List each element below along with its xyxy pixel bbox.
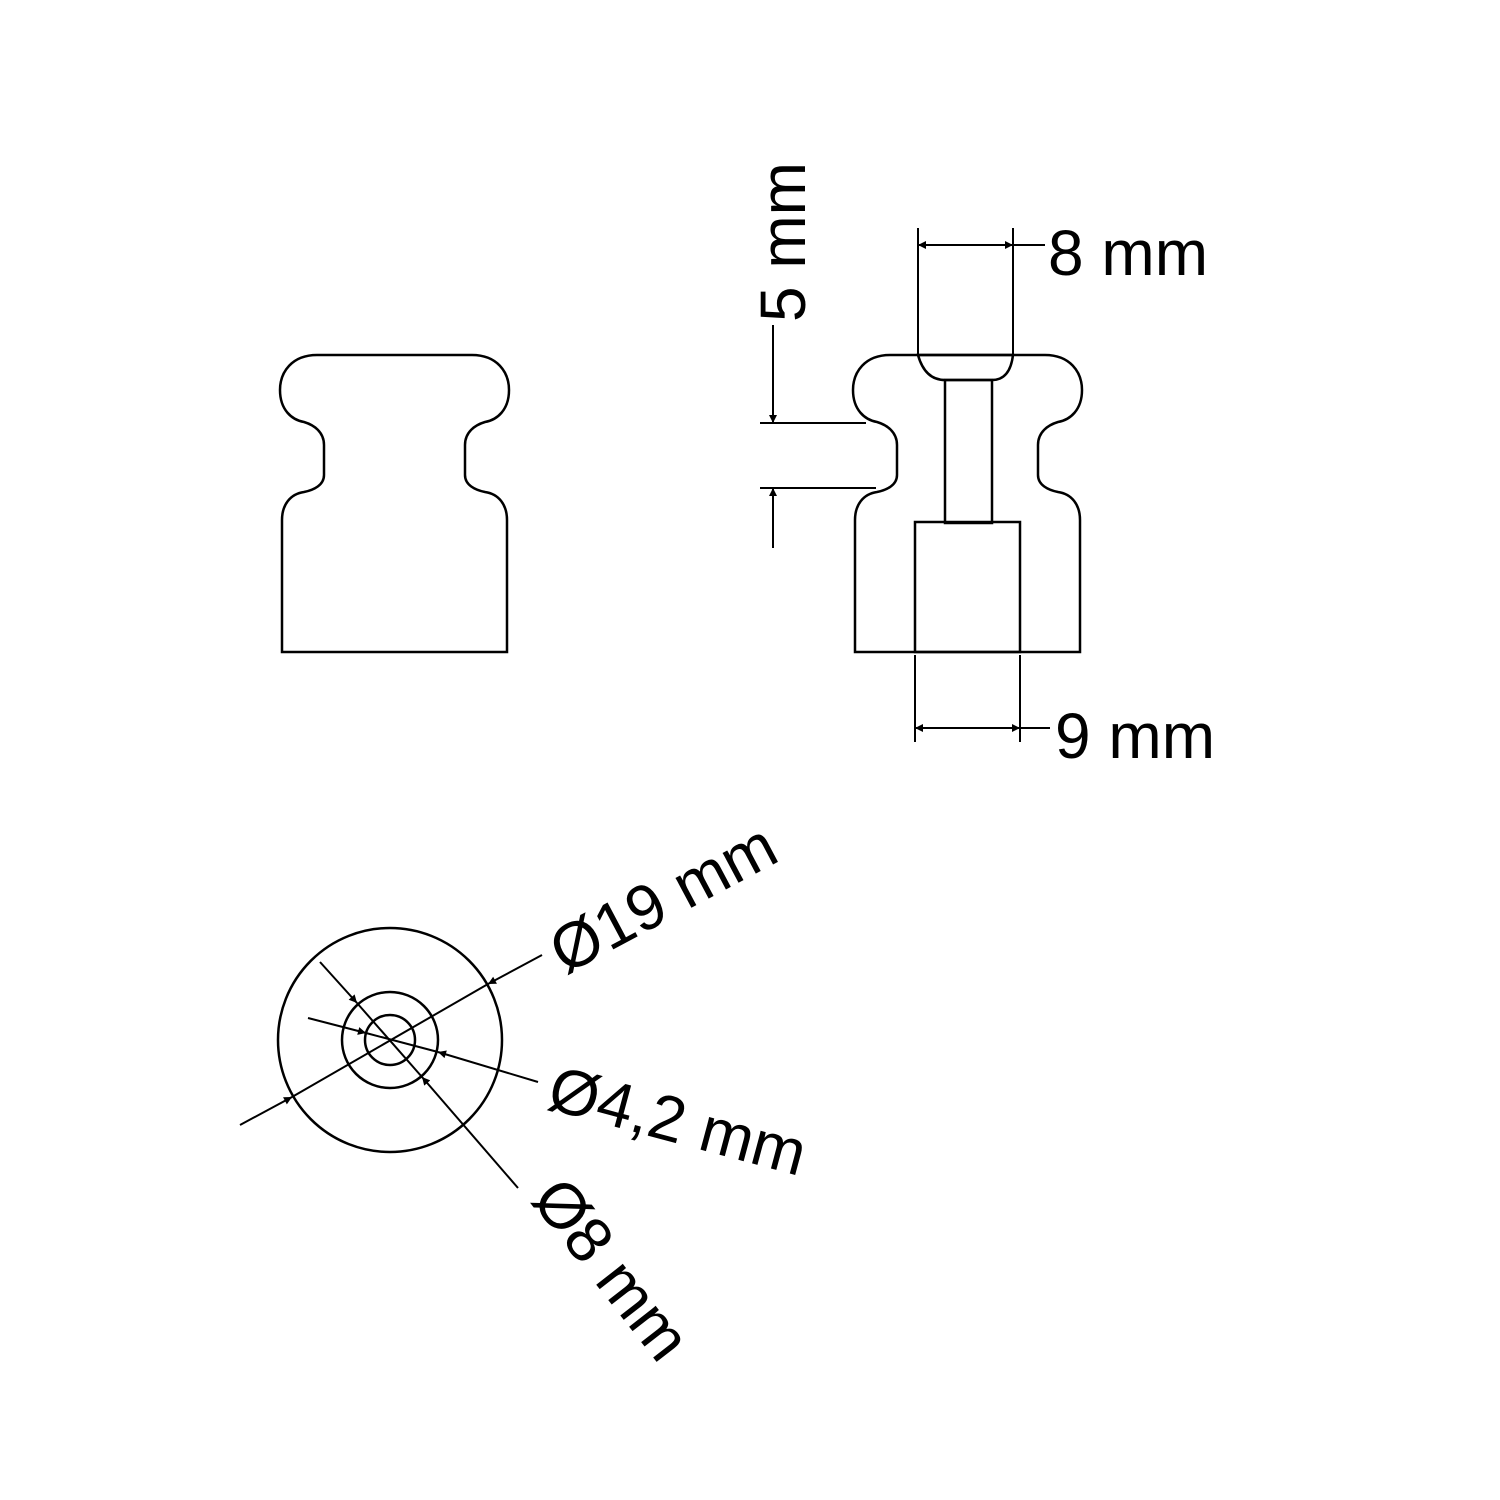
dimension-label: 9 mm: [1055, 700, 1215, 772]
side-view-outline: [278, 353, 511, 654]
dimension-5mm: 5 mm: [747, 162, 876, 548]
top-view: [276, 926, 504, 1154]
dimension-9mm: 9 mm: [914, 655, 1215, 772]
dimension-outer-diameter: Ø19 mm: [239, 809, 788, 1126]
dimension-label: Ø19 mm: [538, 809, 788, 988]
dimension-label: 8 mm: [1048, 217, 1208, 289]
dimension-counterbore-diameter: Ø8 mm: [319, 961, 705, 1374]
dimension-label: Ø4,2 mm: [541, 1052, 814, 1190]
dimension-8mm: 8 mm: [917, 217, 1208, 355]
section-view: [851, 353, 1084, 654]
dimension-label: 5 mm: [747, 162, 819, 322]
dimension-label: Ø8 mm: [519, 1164, 705, 1374]
